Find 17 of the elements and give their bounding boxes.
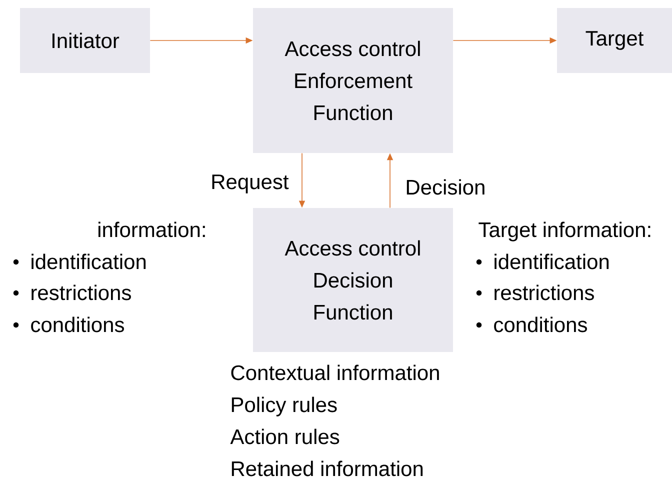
edge-label: Request — [212, 174, 289, 194]
label-text: Target information: — [478, 222, 650, 242]
process-box: Initiator — [20, 8, 150, 73]
process-box: Access control Decision Function — [253, 208, 453, 352]
label-text: restrictions — [494, 284, 594, 300]
label-text: identification — [494, 254, 609, 270]
label-text: Retained information — [232, 460, 423, 476]
label-text: restrictions — [32, 284, 131, 300]
label-text: conditions — [31, 316, 124, 332]
process-box: Target — [557, 8, 672, 73]
label-text: conditions — [494, 316, 587, 332]
edge-label: Decision — [406, 179, 484, 195]
process-box: Access control Enforcement Function — [253, 8, 453, 153]
label-text: information: — [98, 222, 205, 238]
label-text: Policy rules — [232, 396, 337, 416]
label-text: identification — [32, 254, 146, 270]
label-text: Action rules — [230, 428, 340, 444]
